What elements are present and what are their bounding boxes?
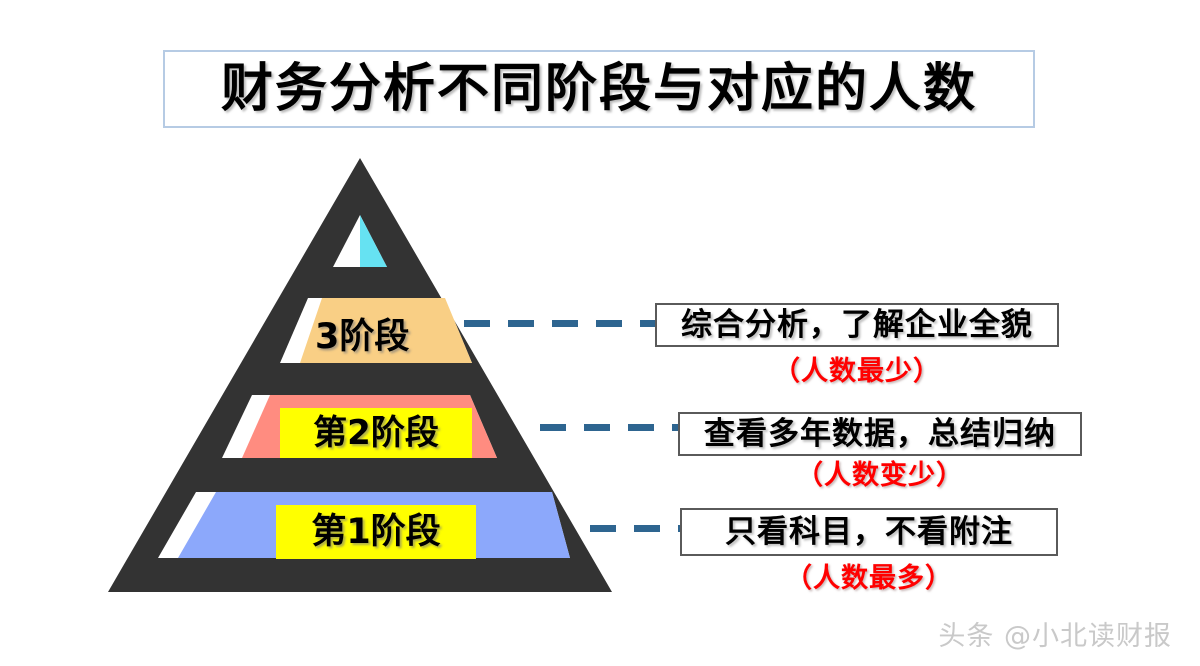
tier-3-fill: [300, 298, 472, 363]
tier-3-label: 3阶段: [315, 317, 410, 357]
tier-apex-fill: [360, 215, 387, 267]
connector-line-tier-1: [590, 525, 682, 532]
watermark: 头条 @小北读财报: [938, 621, 1172, 652]
tier-2-label: 第2阶段: [280, 408, 472, 458]
annotation-box-tier-1: 只看科目，不看附注: [680, 508, 1058, 556]
annotation-text-tier-1: 只看科目，不看附注: [725, 513, 1013, 550]
annotation-note-tier-1: （人数最多）: [785, 563, 953, 594]
annotation-box-tier-3: 综合分析，了解企业全貌: [655, 303, 1059, 347]
page-title: 财务分析不同阶段与对应的人数: [220, 59, 977, 119]
annotation-note-tier-3: （人数最少）: [773, 356, 941, 387]
connector-line-tier-3: [464, 320, 656, 327]
annotation-text-tier-2: 查看多年数据，总结归纳: [704, 415, 1056, 452]
connector-line-tier-2: [540, 424, 680, 431]
pyramid-tier-apex: [333, 215, 387, 267]
pyramid-outline: [108, 158, 612, 592]
page-title-box: 财务分析不同阶段与对应的人数: [163, 50, 1035, 128]
pyramid-tier-3: [280, 298, 472, 363]
annotation-note-tier-2: （人数变少）: [796, 460, 964, 491]
tier-1-label: 第1阶段: [276, 505, 476, 559]
annotation-box-tier-2: 查看多年数据，总结归纳: [678, 412, 1082, 456]
annotation-text-tier-3: 综合分析，了解企业全貌: [681, 306, 1033, 343]
